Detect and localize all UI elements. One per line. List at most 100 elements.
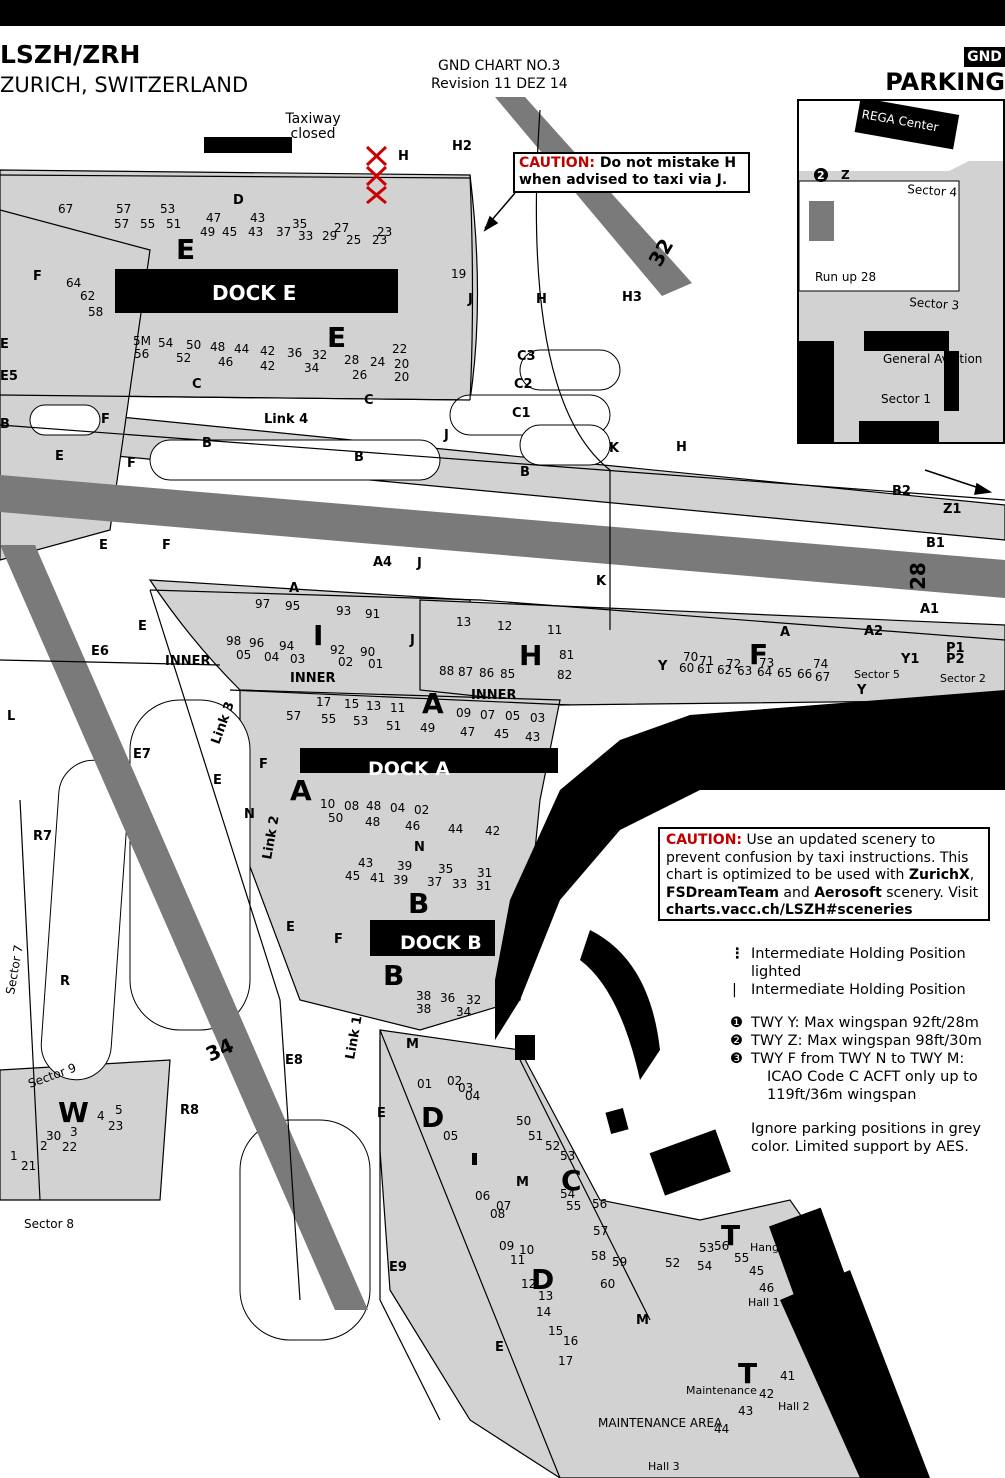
stand-label: 21 (21, 1159, 36, 1173)
stand-label: 57 (593, 1224, 608, 1238)
ga-inset-map: REGA Center Sector 4 Run up 28 Sector 3 … (798, 97, 1003, 442)
stand-label: 63 (737, 664, 752, 678)
apron-label: D (421, 1101, 444, 1134)
stand-label: 58 (591, 1249, 606, 1263)
legend-note-3b-text: ICAO Code C ACFT only up to 119ft/36m wi… (767, 1069, 978, 1103)
stand-label: 02 (414, 803, 429, 817)
apron-label: B (383, 959, 404, 992)
stand-label: 20 (394, 357, 409, 371)
buildings (115, 137, 1005, 1478)
taxiway-label: H2 (452, 139, 472, 154)
taxiway-label: E7 (133, 747, 151, 762)
stand-label: 28 (344, 353, 359, 367)
taxiway-label: E6 (91, 644, 109, 659)
stand-label: 49 (420, 721, 435, 735)
stand-label: 47 (206, 211, 221, 225)
taxiway-label: P2 (946, 652, 965, 667)
apron-label: C (561, 1164, 582, 1197)
taxiway-label: H (398, 149, 409, 164)
stand-label: 3 (70, 1125, 78, 1139)
dock-b-label: DOCK B (400, 932, 482, 954)
taxiway-label: H (676, 440, 687, 455)
stand-label: 24 (370, 355, 385, 369)
taxiway-label: J (409, 633, 415, 648)
stand-label: 67 (58, 202, 73, 216)
legend-note-1: ❶ TWY Y: Max wingspan 92ft/28m (730, 1014, 1000, 1032)
stand-label: 36 (287, 346, 302, 360)
ihp-icon: | (732, 982, 737, 998)
sector-8-label: Sector 8 (24, 1217, 74, 1231)
note-1-icon: ❶ (730, 1015, 743, 1031)
stand-label: 56 (592, 1197, 607, 1211)
stand-label: 02 (447, 1074, 462, 1088)
stand-label: 05 (505, 709, 520, 723)
stand-label: 35 (292, 217, 307, 231)
stand-label: 48 (210, 340, 225, 354)
stand-label: 12 (497, 619, 512, 633)
apron-label: E (176, 233, 195, 266)
stand-label: 45 (494, 727, 509, 741)
stand-label: 42 (260, 344, 275, 358)
sector-5-label: Sector 5 (854, 668, 900, 681)
taxiway-label: C (364, 393, 374, 408)
taxiway-label: INNER (165, 654, 211, 669)
taxiway-label: K (609, 441, 620, 456)
taxiway-label: B1 (926, 536, 945, 551)
stand-label: 5 (115, 1103, 123, 1117)
stand-label: 55 (566, 1199, 581, 1213)
ihp-lighted-icon: ⋮ (730, 946, 745, 962)
taxiway-label: E (138, 619, 147, 634)
stand-label: 42 (759, 1387, 774, 1401)
scenery-suffix: scenery. (886, 884, 944, 901)
stand-label: 16 (563, 1334, 578, 1348)
airport-city: ZURICH, SWITZERLAND (0, 73, 249, 97)
top-bar (0, 0, 1005, 26)
stand-label: 59 (612, 1255, 627, 1269)
dock-a-building (300, 748, 558, 773)
stand-label: 2 (40, 1139, 48, 1153)
stand-label: 09 (456, 706, 471, 720)
stand-label: 44 (234, 342, 249, 356)
stand-label: 04 (264, 650, 279, 664)
stand-label: 60 (679, 661, 694, 675)
closed-taxiway-marks (365, 145, 388, 205)
stand-label: 01 (417, 1077, 432, 1091)
airport-code: LSZH/ZRH (0, 40, 141, 69)
scenery-url-link[interactable]: charts.vacc.ch/LSZH#sceneries (666, 902, 913, 918)
stand-label: 51 (386, 719, 401, 733)
stand-label: 86 (479, 666, 494, 680)
stand-label: 32 (312, 348, 327, 362)
stand-label: 90 (360, 645, 375, 659)
stand-label: 13 (456, 615, 471, 629)
taxiway-label: Y (856, 683, 867, 698)
stand-label: 15 (344, 697, 359, 711)
stand-label: 08 (490, 1207, 505, 1221)
legend-note-2: ❷ TWY Z: Max wingspan 98ft/30m (730, 1032, 1000, 1050)
taxiway-label: E (286, 920, 295, 935)
legend-ihp-lighted: ⋮ Intermediate Holding Position lighted (730, 945, 1000, 981)
taxiway-label: L (7, 709, 15, 724)
stand-label: 53 (699, 1241, 714, 1255)
stand-label: 27 (334, 221, 349, 235)
inset-twy-z: Z (841, 168, 850, 182)
stand-label: 43 (248, 225, 263, 239)
stand-label: 57 (286, 709, 301, 723)
taxiway-label: F (259, 757, 268, 772)
stand-label: 10 (519, 1243, 534, 1257)
stand-label: 52 (176, 351, 191, 365)
taxiway-label: R8 (180, 1103, 199, 1118)
taxiway-label: N (244, 807, 255, 822)
taxiway-closed-note: Taxiway closed (285, 111, 341, 142)
stand-label: 93 (336, 604, 351, 618)
apron-label: E (327, 321, 346, 354)
stand-label: 67 (815, 670, 830, 684)
taxiway-label: M (516, 1175, 529, 1190)
maintenance-area-label: MAINTENANCE AREA (598, 1416, 723, 1430)
stand-label: 70 (683, 650, 698, 664)
caution-label: CAUTION: (519, 155, 596, 171)
dock-e-label: DOCK E (212, 281, 296, 305)
stand-label: 20 (394, 370, 409, 384)
stand-label: 03 (290, 652, 305, 666)
